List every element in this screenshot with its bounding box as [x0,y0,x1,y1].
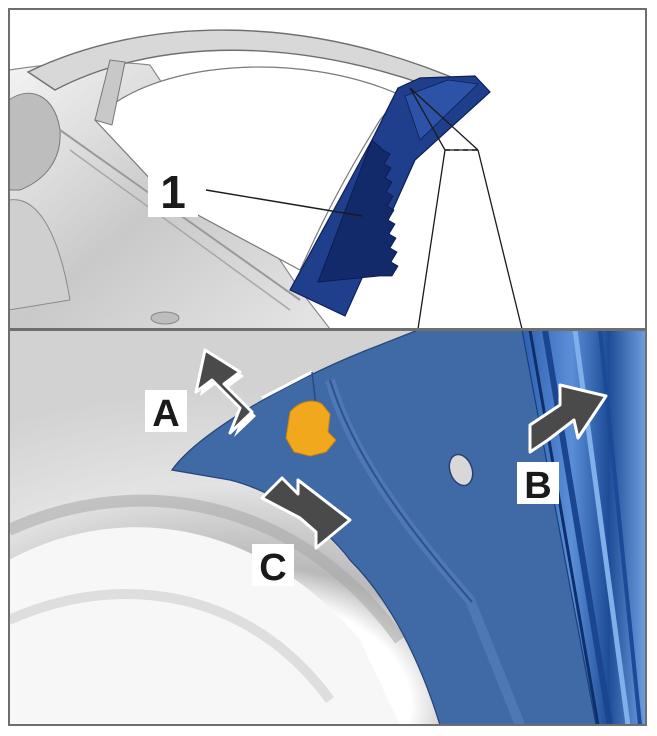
panel-hole [448,453,474,487]
part-1-callout: 1 [160,166,186,218]
wheel-arch [9,527,400,725]
part-1-leader-line [205,189,363,217]
arrow-c-label: C [259,547,286,589]
arrow-c-icon [260,476,352,550]
arrow-b-label: B [524,465,551,507]
overview-panel: 1 [9,9,646,329]
arrow-b-icon [528,383,608,454]
arrow-a-icon [194,348,256,437]
orange-clip [285,400,337,457]
detail-panel: A B C [9,330,646,725]
detail-focus-lines [409,87,523,329]
cut-line [261,370,313,400]
part-1-flange [317,139,399,283]
part-1-callout-box [148,165,198,217]
arrow-a-label: A [152,393,179,435]
b-pillar [94,59,126,126]
